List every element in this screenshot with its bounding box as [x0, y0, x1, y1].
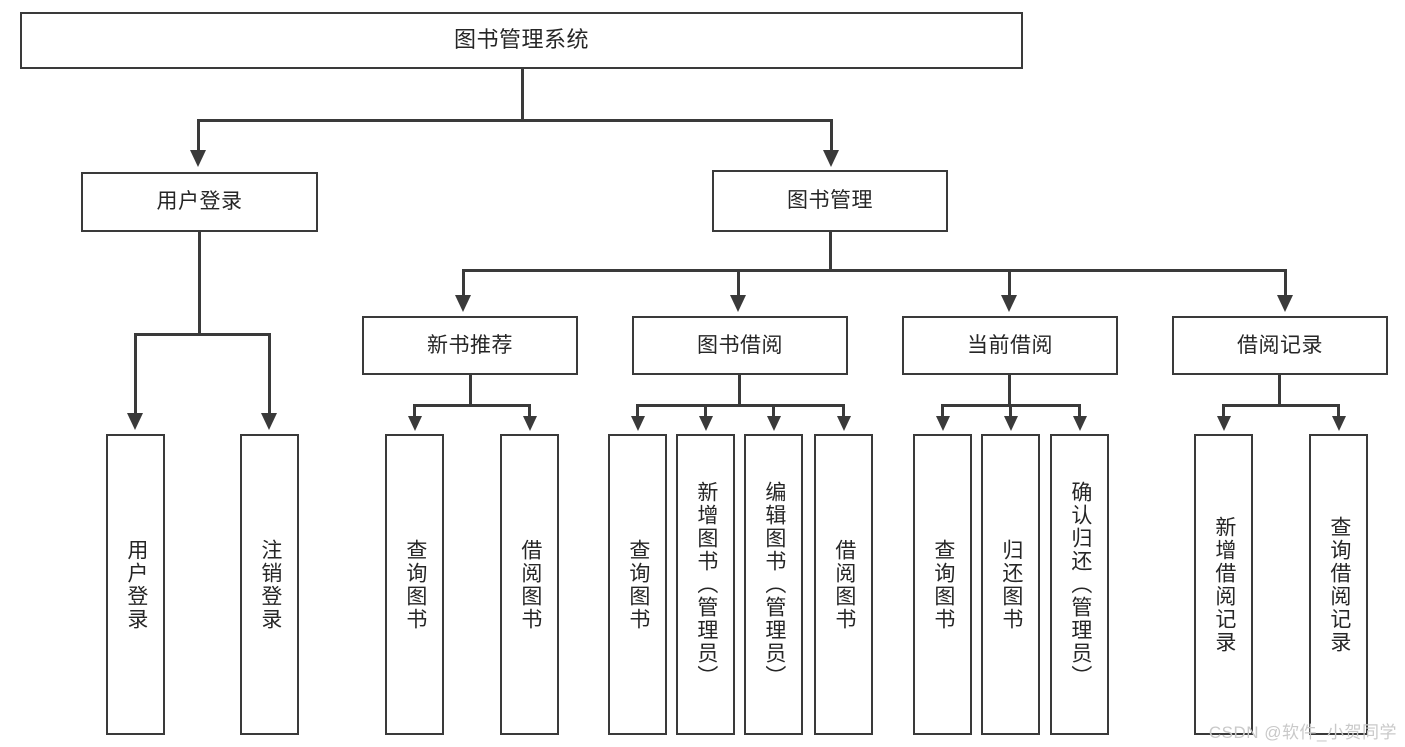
leaf-book-borrow-borrow[interactable]: 借阅图书: [814, 434, 873, 735]
connector-book-manage-stem: [829, 232, 832, 272]
connector-new-book-rec-bus: [413, 404, 531, 407]
arrowhead-to-book-manage: [823, 150, 839, 167]
node-label: 借阅图书: [832, 538, 856, 631]
arrowhead-borrow-record-child-1: [1217, 416, 1231, 431]
node-label: 查询借阅记录: [1327, 515, 1351, 654]
connector-to-book-manage: [830, 119, 833, 152]
connector-book-borrow-bus: [636, 404, 845, 407]
arrowhead-borrow-record-child-2: [1332, 416, 1346, 431]
connector-book-borrow-stem: [738, 375, 741, 406]
connector-current-borrow-child-2: [1009, 404, 1012, 418]
connector-to-book-borrow: [737, 269, 740, 297]
node-book-management[interactable]: 图书管理: [712, 170, 948, 232]
node-user-login[interactable]: 用户登录: [81, 172, 318, 232]
node-label: 新书推荐: [427, 333, 513, 357]
node-label: 归还图书: [999, 538, 1023, 631]
arrowhead-user-login-child-1: [127, 413, 143, 430]
leaf-current-borrow-return[interactable]: 归还图书: [981, 434, 1040, 735]
connector-level3-bus: [462, 269, 1287, 272]
arrowhead-book-borrow-child-2: [699, 416, 713, 431]
node-label: 查询图书: [626, 538, 650, 631]
node-borrow-record[interactable]: 借阅记录: [1172, 316, 1388, 375]
node-label: 用户登录: [156, 190, 243, 214]
connector-current-borrow-child-3: [1078, 404, 1081, 418]
arrowhead-to-book-borrow: [730, 295, 746, 312]
connector-user-login-child-2: [268, 333, 271, 415]
connector-book-borrow-child-3: [772, 404, 775, 418]
arrowhead-book-borrow-child-3: [767, 416, 781, 431]
node-label: 图书管理系统: [453, 27, 589, 53]
connector-to-borrow-record: [1284, 269, 1287, 297]
arrowhead-current-borrow-child-2: [1004, 416, 1018, 431]
leaf-user-login-logout[interactable]: 注销登录: [240, 434, 299, 735]
leaf-new-book-rec-query[interactable]: 查询图书: [385, 434, 444, 735]
node-new-book-recommend[interactable]: 新书推荐: [362, 316, 578, 375]
arrowhead-new-book-rec-child-1: [408, 416, 422, 431]
node-label: 借阅图书: [518, 538, 542, 631]
connector-to-current-borrow: [1008, 269, 1011, 297]
connector-book-borrow-child-1: [636, 404, 639, 418]
leaf-book-borrow-edit[interactable]: 编辑图书（管理员）: [744, 434, 803, 735]
node-label: 图书管理: [787, 189, 873, 213]
node-label: 新增图书（管理员）: [694, 481, 718, 688]
node-root-system[interactable]: 图书管理系统: [20, 12, 1023, 69]
node-label: 编辑图书（管理员）: [762, 481, 786, 688]
connector-root-bus: [197, 119, 833, 122]
arrowhead-to-user-login: [190, 150, 206, 167]
connector-book-borrow-child-4: [842, 404, 845, 418]
leaf-book-borrow-add[interactable]: 新增图书（管理员）: [676, 434, 735, 735]
connector-user-login-stem: [198, 232, 201, 334]
node-label: 用户登录: [124, 538, 148, 631]
node-label: 借阅记录: [1237, 333, 1323, 357]
connector-borrow-record-bus: [1222, 404, 1340, 407]
arrowhead-current-borrow-child-3: [1073, 416, 1087, 431]
connector-borrow-record-child-1: [1222, 404, 1225, 418]
node-label: 查询图书: [403, 538, 427, 631]
connector-current-borrow-stem: [1008, 375, 1011, 406]
leaf-current-borrow-confirm[interactable]: 确认归还（管理员）: [1050, 434, 1109, 735]
leaf-borrow-record-add[interactable]: 新增借阅记录: [1194, 434, 1253, 735]
connector-user-login-bus: [134, 333, 271, 336]
connector-to-user-login: [197, 119, 200, 152]
connector-new-book-rec-child-2: [528, 404, 531, 418]
connector-current-borrow-child-1: [941, 404, 944, 418]
leaf-user-login-login[interactable]: 用户登录: [106, 434, 165, 735]
arrowhead-new-book-rec-child-2: [523, 416, 537, 431]
leaf-new-book-rec-borrow[interactable]: 借阅图书: [500, 434, 559, 735]
connector-user-login-child-1: [134, 333, 137, 415]
arrowhead-to-borrow-record: [1277, 295, 1293, 312]
leaf-book-borrow-query[interactable]: 查询图书: [608, 434, 667, 735]
connector-to-new-book-rec: [462, 269, 465, 297]
connector-borrow-record-stem: [1278, 375, 1281, 406]
connector-borrow-record-child-2: [1337, 404, 1340, 418]
connector-new-book-rec-child-1: [413, 404, 416, 418]
node-label: 查询图书: [931, 538, 955, 631]
connector-new-book-rec-stem: [469, 375, 472, 406]
connector-root-stem: [521, 69, 524, 120]
node-current-borrow[interactable]: 当前借阅: [902, 316, 1118, 375]
arrowhead-current-borrow-child-1: [936, 416, 950, 431]
arrowhead-to-new-book-rec: [455, 295, 471, 312]
node-book-borrow[interactable]: 图书借阅: [632, 316, 848, 375]
arrowhead-book-borrow-child-1: [631, 416, 645, 431]
connector-book-borrow-child-2: [704, 404, 707, 418]
arrowhead-book-borrow-child-4: [837, 416, 851, 431]
node-label: 图书借阅: [697, 333, 783, 357]
leaf-current-borrow-query[interactable]: 查询图书: [913, 434, 972, 735]
node-label: 新增借阅记录: [1212, 515, 1236, 654]
node-label: 注销登录: [258, 538, 282, 631]
leaf-borrow-record-query[interactable]: 查询借阅记录: [1309, 434, 1368, 735]
node-label: 当前借阅: [967, 333, 1053, 357]
node-label: 确认归还（管理员）: [1068, 481, 1092, 688]
arrowhead-user-login-child-2: [261, 413, 277, 430]
arrowhead-to-current-borrow: [1001, 295, 1017, 312]
